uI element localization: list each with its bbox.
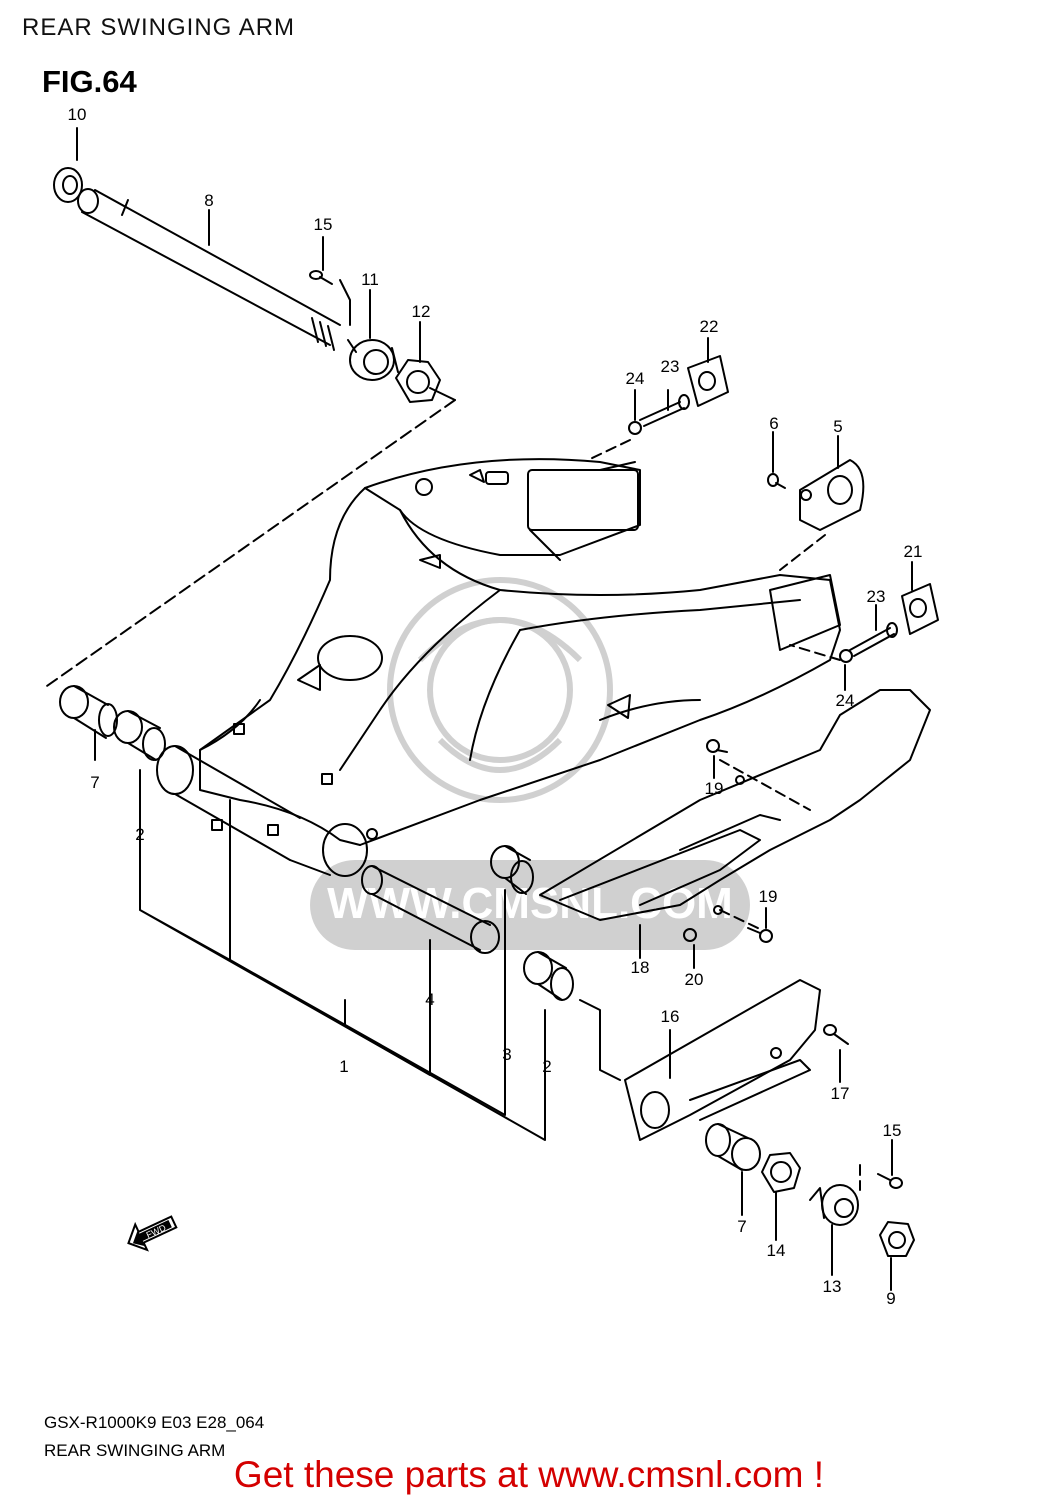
callout-19: 19: [759, 887, 778, 906]
part-6-screw: [767, 473, 786, 489]
callout-5: 5: [833, 417, 842, 436]
part-2-needle-bearing-right: [523, 951, 574, 1001]
callout-10: 10: [68, 105, 87, 124]
callout-7: 7: [737, 1217, 746, 1236]
part-21-chain-adjuster-plate-right: [901, 583, 939, 635]
callout-14: 14: [767, 1241, 786, 1260]
callout-4: 4: [425, 990, 434, 1009]
part-19-screw-upper: [706, 739, 728, 753]
callout-11: 11: [361, 270, 379, 289]
callout-2: 2: [135, 825, 144, 844]
callout-1: 1: [339, 1057, 348, 1076]
part-1-swinging-arm-body: [156, 458, 841, 877]
part-20-screw: [683, 928, 697, 942]
page-header-title: REAR SWINGING ARM: [22, 14, 296, 41]
promo-link[interactable]: Get these parts at www.cmsnl.com !: [233, 1454, 825, 1495]
figure-label: FIG.64: [42, 64, 137, 99]
part-3-needle-bearing: [490, 845, 534, 895]
part-12-lock-nut: [395, 359, 441, 403]
model-code: GSX-R1000K9 E03 E28_064: [44, 1413, 265, 1432]
part-7-bush-left: [59, 685, 118, 739]
callout-15: 15: [314, 215, 333, 234]
callout-17: 17: [831, 1084, 850, 1103]
part-24-nut-right: [839, 649, 853, 663]
callout-8: 8: [204, 191, 213, 210]
part-13-adjuster: [809, 1184, 859, 1226]
fwd-arrow-icon: FWD: [127, 1215, 178, 1252]
callout-6: 6: [769, 414, 778, 433]
part-10-oil-seal: [53, 167, 83, 203]
part-23-adjuster-bolt-upper: [639, 394, 690, 427]
part-4-spacer: [361, 865, 500, 954]
part-15-bolt-lower: [877, 1173, 903, 1189]
section-name: REAR SWINGING ARM: [44, 1441, 226, 1460]
part-11-adjuster: [347, 339, 399, 381]
callout-16: 16: [661, 1007, 680, 1026]
part-17-bolt: [823, 1024, 849, 1045]
callout-9: 9: [886, 1289, 895, 1308]
part-19-screw-lower: [747, 927, 773, 943]
part-8-pivot-shaft: [77, 188, 341, 351]
callout-24: 24: [626, 369, 645, 388]
part-15-bolt-upper: [309, 270, 333, 285]
callout-12: 12: [412, 302, 431, 321]
part-22-chain-adjuster-plate: [687, 355, 729, 407]
part-2-needle-bearing-left: [113, 710, 166, 761]
callout-22: 22: [700, 317, 719, 336]
part-14-lock-nut: [761, 1152, 801, 1193]
callout-2: 2: [542, 1057, 551, 1076]
callout-20: 20: [685, 970, 704, 989]
callout-18: 18: [631, 958, 650, 977]
callout-3: 3: [502, 1045, 511, 1064]
callout-7: 7: [90, 773, 99, 792]
callout-19: 19: [705, 779, 724, 798]
callout-24: 24: [836, 691, 855, 710]
callout-21: 21: [904, 542, 923, 561]
part-18-chain-guard: [539, 689, 931, 921]
part-7-bush-right: [705, 1123, 761, 1171]
part-16-chain-buffer: [624, 979, 821, 1141]
part-5-guide-plate: [799, 459, 865, 531]
part-23-adjuster-bolt-right: [849, 622, 898, 657]
part-24-nut-upper: [628, 421, 642, 435]
callout-23: 23: [867, 587, 886, 606]
callout-15: 15: [883, 1121, 902, 1140]
part-9-nut: [879, 1221, 915, 1257]
callout-23: 23: [661, 357, 680, 376]
callout-13: 13: [823, 1277, 842, 1296]
